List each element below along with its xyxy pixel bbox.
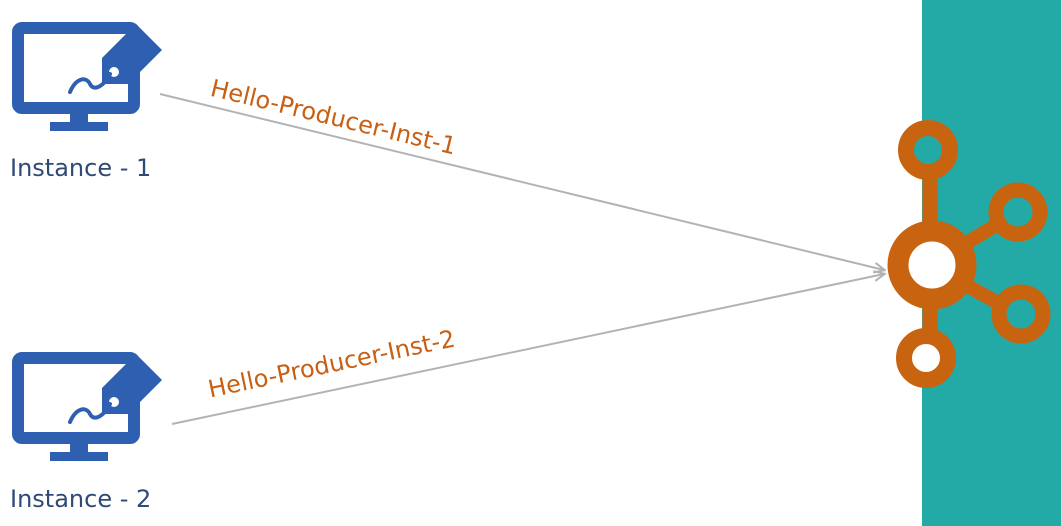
computer-with-tag-icon [12, 352, 162, 461]
instance-1-label: Instance - 1 [10, 154, 152, 182]
computer-with-tag-icon [12, 22, 162, 131]
instance-2-label: Instance - 2 [10, 485, 152, 513]
arrow-instance-2 [171, 274, 884, 425]
arrow-instance-1 [159, 93, 884, 270]
kafka-logo-icon [887, 120, 1051, 388]
